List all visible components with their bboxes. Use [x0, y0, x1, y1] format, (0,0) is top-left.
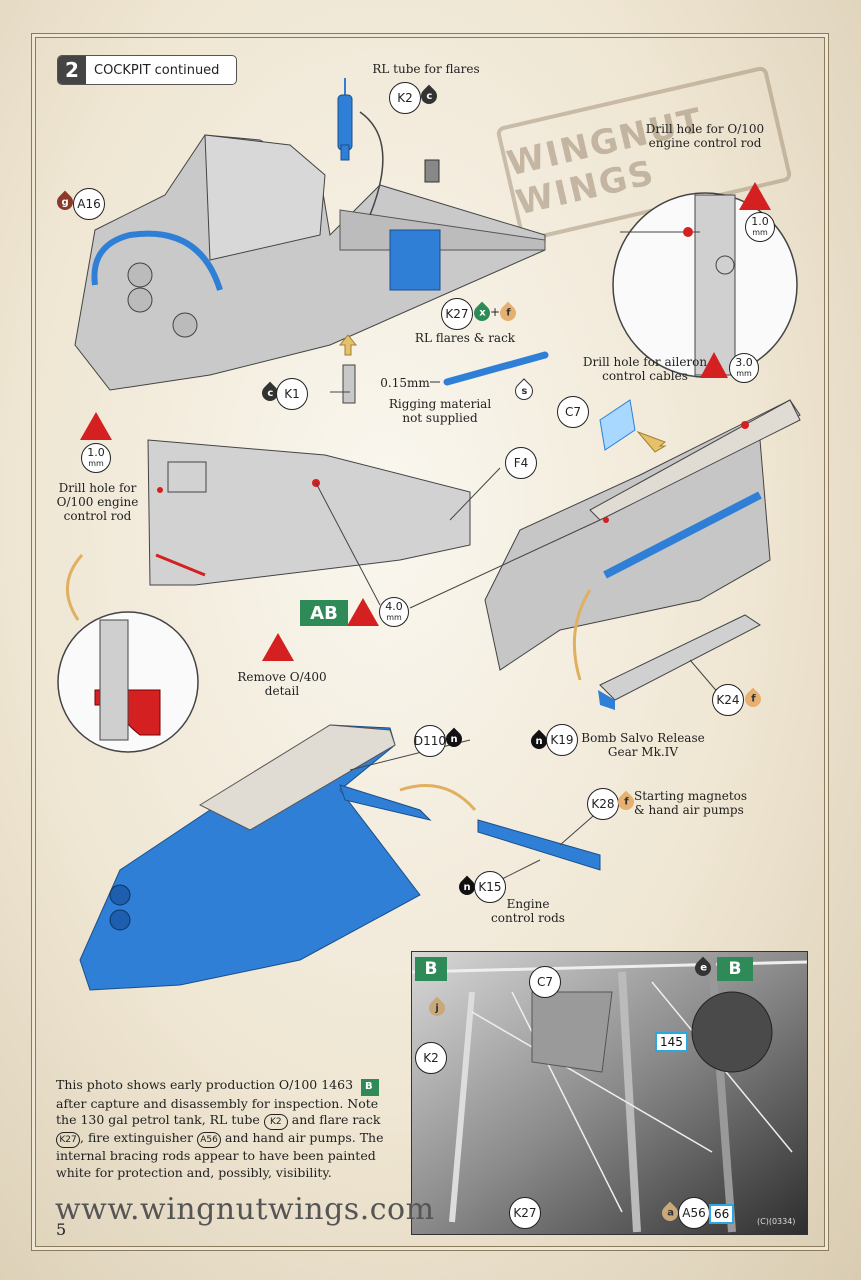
k19-part	[598, 690, 615, 710]
website-url: www.wingnutwings.com	[55, 1192, 435, 1227]
fuselage-side-panel	[147, 439, 471, 586]
k1-part	[342, 364, 356, 404]
label-rigging: Rigging material not supplied	[388, 397, 492, 425]
photo-tag-b-right: B	[717, 957, 753, 981]
up-arrow	[338, 334, 358, 356]
cut-icon	[262, 633, 294, 661]
photo-callout-c7: C7	[529, 966, 561, 998]
label-starting-magnetos: Starting magnetos & hand air pumps	[634, 789, 748, 817]
photo-number-66: 66	[709, 1204, 735, 1224]
k24-beam	[599, 614, 761, 701]
paint-plus: +	[490, 305, 501, 319]
drill-icon-4mm	[347, 598, 379, 626]
rigging-rod	[443, 351, 549, 386]
callout-k2: K2	[389, 82, 421, 114]
callout-k19: K19	[546, 724, 578, 756]
callout-a16: A16	[73, 188, 105, 220]
detail-magnifier-left	[57, 553, 199, 753]
caption-k2: K2	[263, 1114, 288, 1130]
k28-arrow	[399, 784, 477, 811]
photo-structure	[412, 952, 807, 1234]
drill-icon-left	[80, 412, 112, 440]
photo-tag-b-left: B	[415, 957, 447, 981]
drill-icon-aileron	[700, 352, 728, 378]
drill-icon-right	[739, 182, 771, 210]
callout-k15: K15	[474, 871, 506, 903]
c7-window-part	[599, 399, 636, 451]
callout-k28: K28	[587, 788, 619, 820]
label-rl-flares-rack: RL flares & rack	[414, 331, 516, 345]
label-engine-control-rods: Engine control rods	[491, 897, 565, 925]
caption-tag-b: B	[361, 1079, 379, 1096]
callout-c7: C7	[557, 396, 589, 428]
c7-arrow	[636, 430, 667, 453]
label-bomb-salvo: Bomb Salvo Release Gear Mk.IV	[581, 731, 705, 759]
label-drill-o100-left: Drill hole for O/100 engine control rod	[56, 481, 139, 523]
photo-credit: (C)(0334)	[757, 1217, 796, 1226]
fuselage-right-assembly	[484, 399, 801, 671]
photo-callout-k2: K2	[415, 1042, 447, 1074]
historical-photo: B C7 e B j K2 145 K27 a A56 66 (C)(0334)	[411, 951, 808, 1235]
page-border	[35, 37, 825, 1247]
label-drill-o100-top: Drill hole for O/100 engine control rod	[645, 122, 765, 150]
callout-k27: K27	[441, 298, 473, 330]
photo-caption: This photo shows early production O/100 …	[56, 1077, 384, 1180]
step-header: 2 COCKPIT continued	[57, 55, 237, 85]
photo-callout-k27: K27	[509, 1197, 541, 1229]
k28-part	[477, 819, 601, 871]
callout-k1: K1	[276, 378, 308, 410]
callout-f4: F4	[505, 447, 537, 479]
step-title: COCKPIT continued	[94, 62, 220, 78]
cockpit-assembly-bottom	[79, 724, 432, 991]
page-number: 5	[56, 1220, 67, 1239]
rl-tube-part	[337, 78, 384, 216]
tag-ab: AB	[300, 600, 348, 626]
step-number: 2	[58, 56, 86, 84]
label-drill-aileron: Drill hole for aileron control cables	[582, 355, 708, 383]
label-rl-tube: RL tube for flares	[372, 62, 480, 76]
cockpit-assembly	[74, 134, 546, 391]
caption-k27: K27	[56, 1132, 80, 1148]
label-remove-o400: Remove O/400 detail	[237, 670, 327, 698]
photo-number-145: 145	[655, 1032, 688, 1052]
label-rigging-size: 0.15mm	[380, 376, 430, 390]
photo-callout-a56: A56	[678, 1197, 710, 1229]
caption-a56: A56	[197, 1132, 222, 1148]
callout-k24: K24	[712, 684, 744, 716]
callout-d110: D110	[414, 725, 446, 757]
